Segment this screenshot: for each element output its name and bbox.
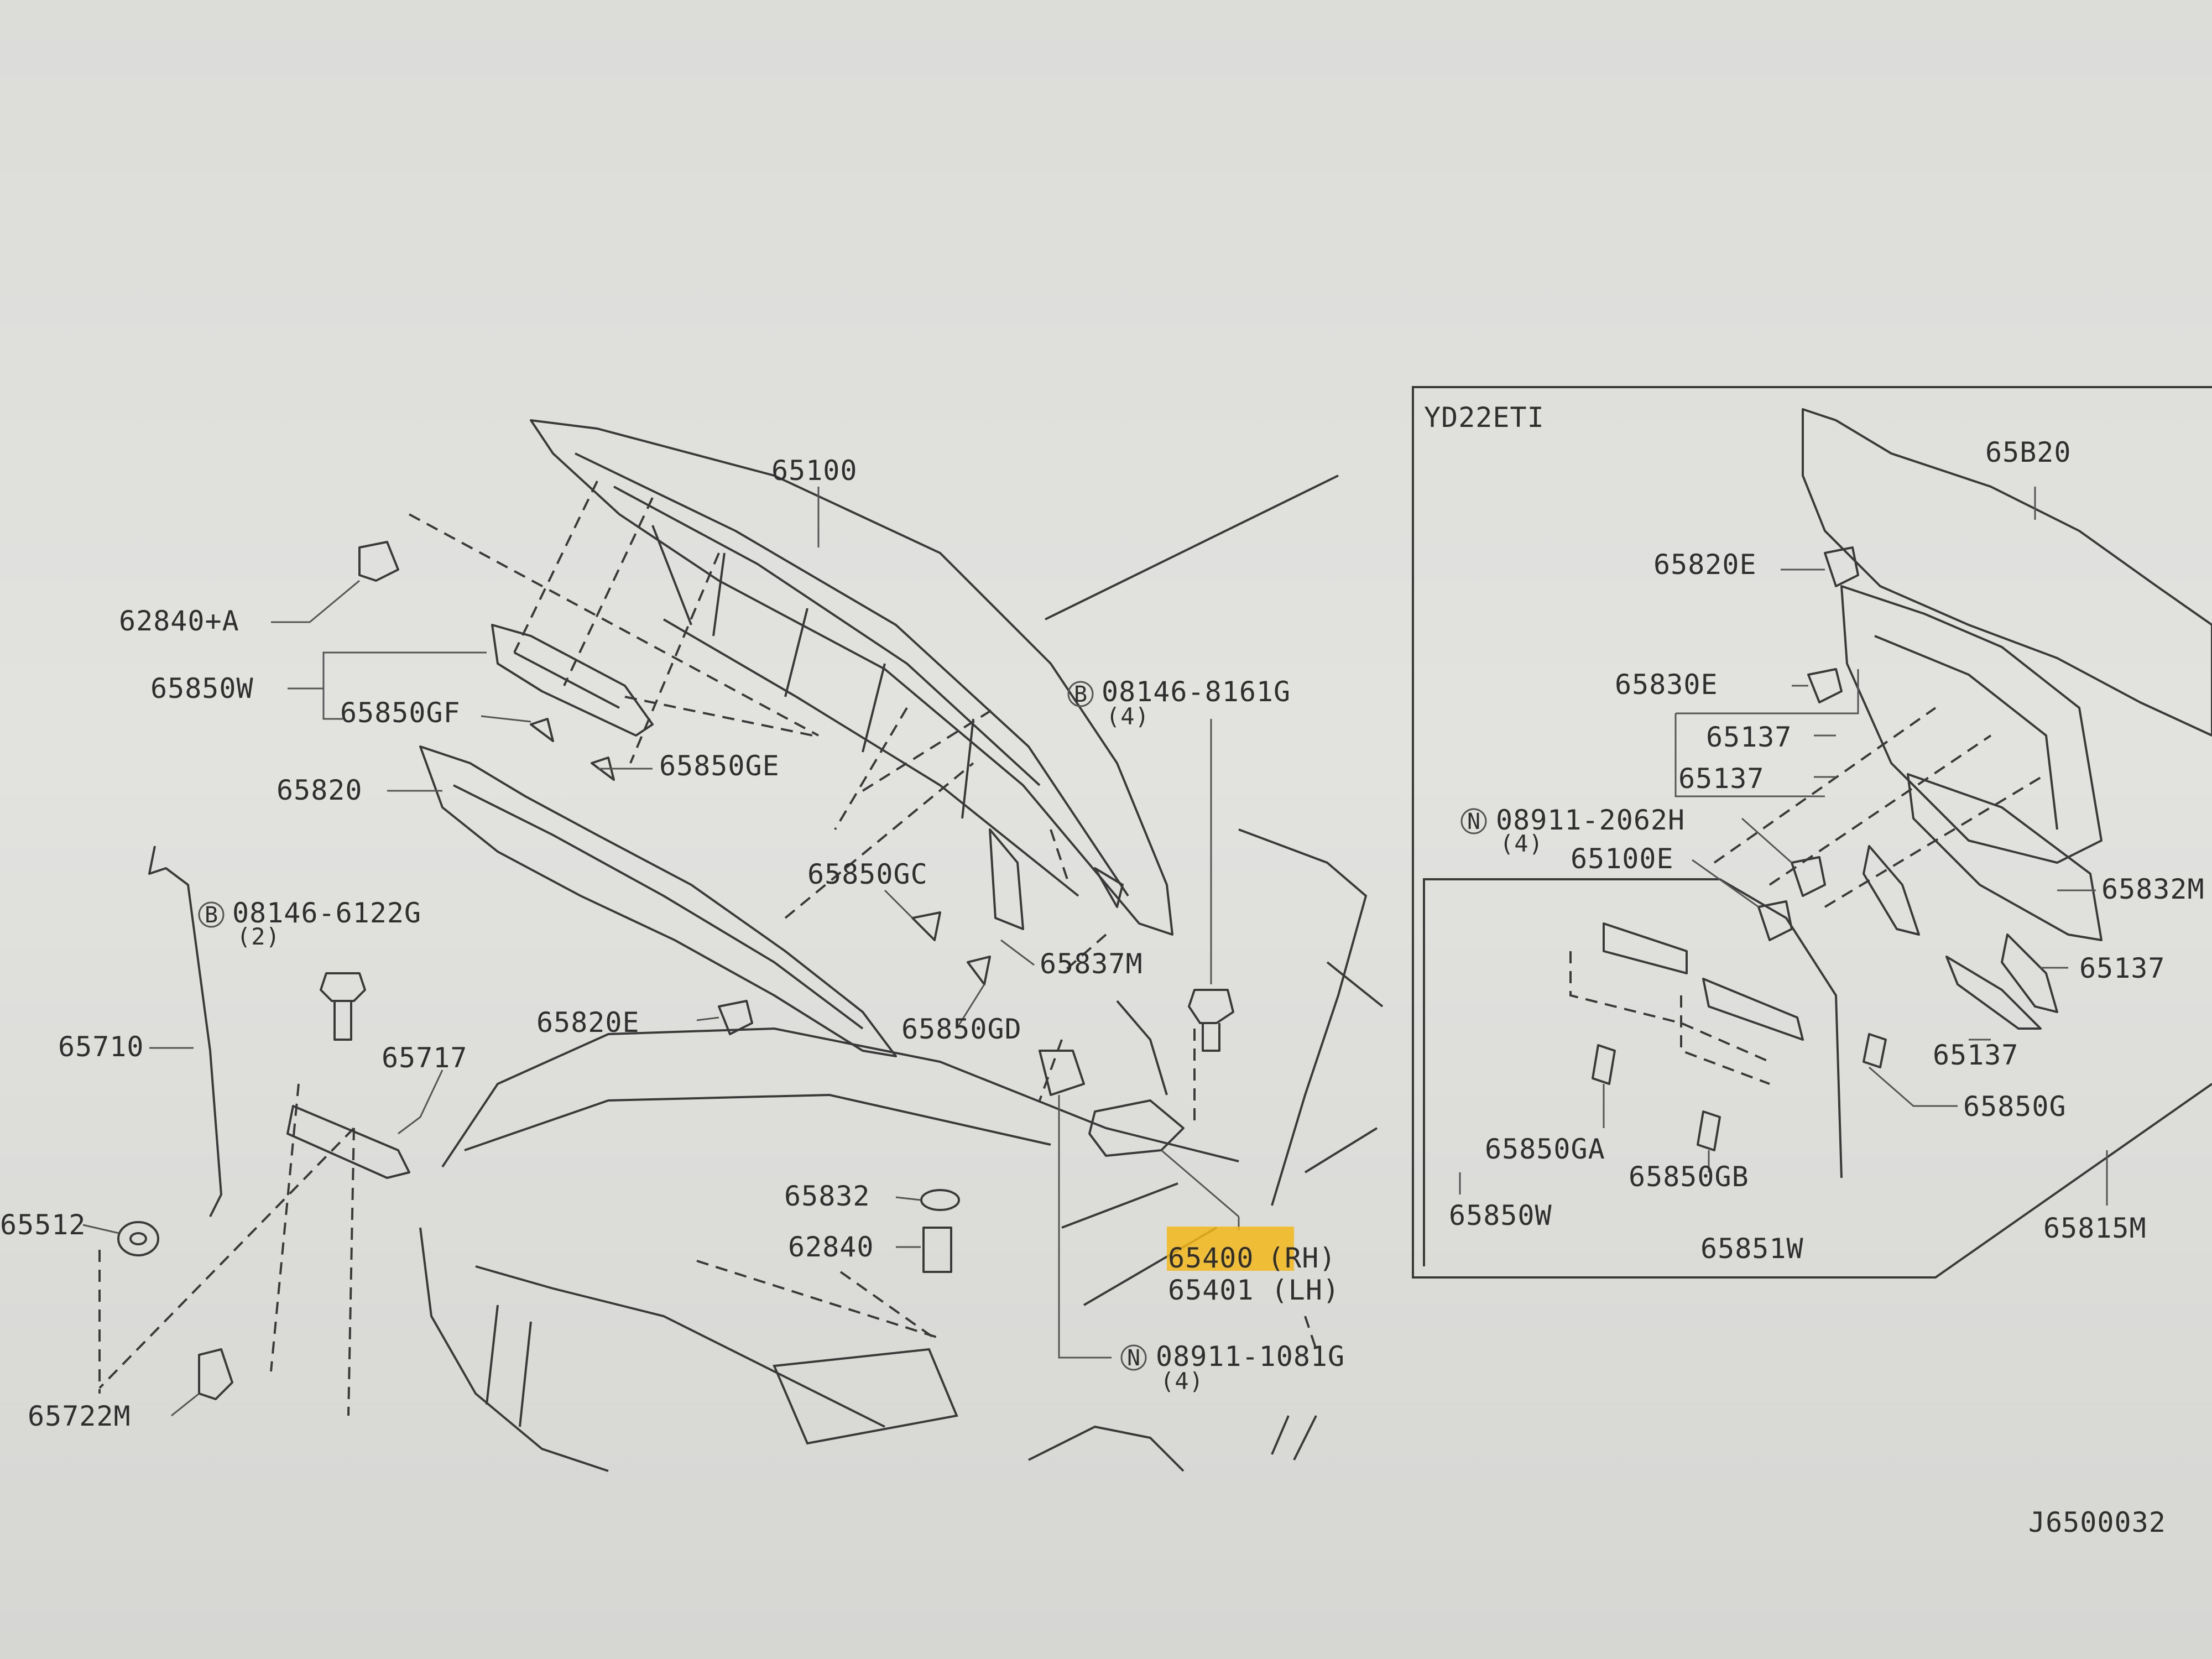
inset-label-65100e: 65100E [1571,843,1674,875]
label-65717: 65717 [382,1042,468,1074]
hood-stay-rod [148,846,222,1217]
label-08911-1081g: 08911-1081G [1156,1340,1345,1373]
label-65710: 65710 [58,1031,144,1063]
label-65850gd: 65850GD [901,1013,1022,1045]
bolt-marker-icon [198,901,225,928]
nut-marker-icon [1460,808,1487,834]
bolt-marker-letter: B [1074,682,1088,707]
inset-label-08911-2062h-qty: (4) [1500,830,1543,857]
weatherstrip-65850w [491,624,654,737]
label-65832: 65832 [784,1180,870,1212]
inset-label-65b20: 65B20 [1985,436,2072,468]
label-65400-side: (RH) [1267,1242,1336,1274]
grommet-65512 [117,1221,159,1256]
bolt-marker-letter: B [205,902,218,928]
inset-yd22eti [1412,386,2212,1279]
inset-label-65137-d: 65137 [1933,1039,2019,1071]
label-65401: 65401 (LH) [1168,1274,1340,1306]
hinge-65717 [286,1105,410,1179]
label-08146-8161g: 08146-8161G [1102,676,1291,708]
part-65400-highlight [1167,1227,1294,1271]
inset-label-65850g: 65850G [1963,1091,2067,1123]
label-65722m: 65722M [28,1400,131,1432]
bumper-62840-a [358,541,399,582]
hood-panel [530,419,1173,936]
bolt-marker-icon [1067,681,1094,707]
label-65820e: 65820E [536,1006,640,1039]
label-65512: 65512 [0,1209,86,1241]
bolt-08146-6122g [320,972,366,1041]
drawing-id: J6500032 [2028,1506,2166,1538]
label-65850gf: 65850GF [340,697,461,729]
label-65850ge: 65850GE [659,750,780,782]
label-65837m: 65837M [1040,948,1143,980]
inset-label-65830e: 65830E [1615,669,1718,701]
nut-marker-letter: N [1467,809,1481,834]
label-08146-6122g: 08146-6122G [232,897,421,929]
inset-label-65815m: 65815M [2043,1212,2147,1244]
nut-marker-icon [1120,1344,1147,1371]
inset-label-65850gb: 65850GB [1629,1161,1749,1193]
inset-label-65850w: 65850W [1449,1199,1552,1232]
inset-label-65850ga: 65850GA [1485,1133,1605,1165]
bolt-08146-8161g [1188,989,1234,1052]
label-65850gc: 65850GC [807,858,928,890]
inset-label-65832m: 65832M [2101,873,2205,905]
label-65850w: 65850W [150,672,254,705]
label-65400: 65400 [1168,1242,1254,1274]
label-62840: 62840 [788,1231,874,1263]
inset-label-65137-b: 65137 [1678,763,1765,795]
inset-title: YD22ETI [1424,401,1545,434]
label-08146-8161g-qty: (4) [1106,703,1150,730]
clip-65722m [198,1348,233,1400]
label-65100: 65100 [771,455,858,487]
lock-65400-65401 [1039,1000,1185,1157]
leader-lines [82,487,1240,1417]
inset-label-65137-a: 65137 [1706,721,1792,753]
inset-label-65137-c: 65137 [2079,952,2166,984]
inset-label-65820e: 65820E [1653,549,1757,581]
label-62840-a: 62840+A [119,605,239,637]
assembly-lines [98,481,1317,1416]
misc-clips [530,718,1124,1035]
nut-marker-letter: N [1127,1345,1141,1371]
vehicle-body-outline [419,474,1384,1472]
clip-65832 [920,1189,960,1211]
inset-label-08911-2062h: 08911-2062H [1496,804,1685,836]
hood-insulator-65820 [419,745,897,1057]
label-65820: 65820 [276,774,363,806]
label-08146-6122g-qty: (2) [237,923,280,950]
label-08911-1081g-qty: (4) [1160,1368,1204,1395]
inset-label-65851w: 65851W [1700,1233,1804,1265]
bumper-62840 [922,1227,952,1273]
